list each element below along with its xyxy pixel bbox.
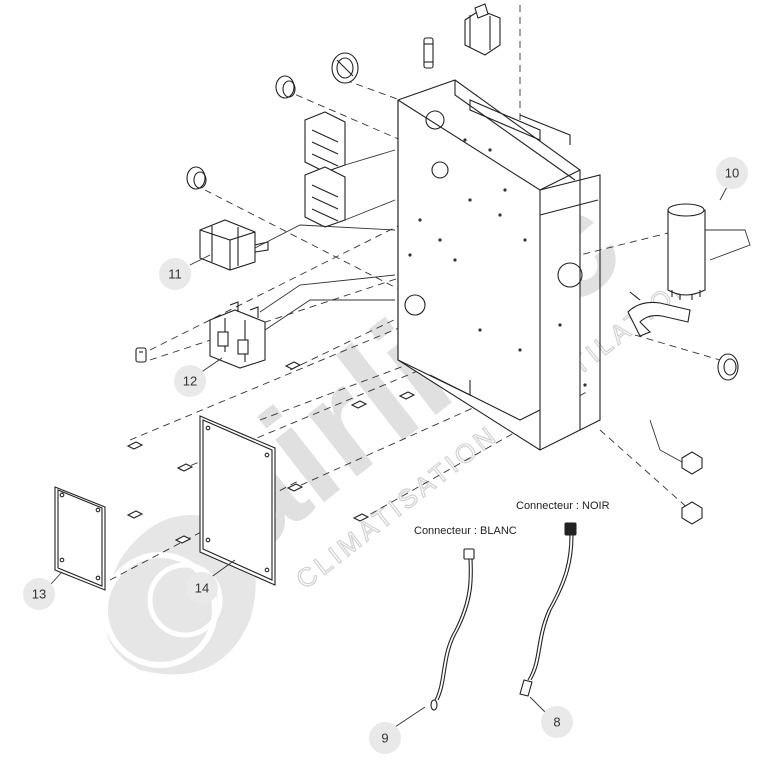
svg-text:13: 13 — [32, 587, 46, 602]
standoffs — [126, 361, 416, 544]
svg-text:8: 8 — [553, 715, 560, 730]
sensor-black-connector — [519, 522, 577, 697]
callout-11: 11 — [159, 258, 191, 290]
grommet-right — [717, 353, 739, 381]
main-housing — [397, 79, 601, 451]
connector-label-black: Connecteur : NOIR — [516, 500, 610, 512]
svg-text:12: 12 — [183, 374, 197, 389]
callout-14: 14 — [186, 572, 218, 604]
svg-text:9: 9 — [381, 731, 388, 746]
small-connector — [135, 347, 147, 363]
grommet-small-a — [275, 75, 296, 99]
terminal-block-upper — [304, 111, 346, 173]
callout-8: 8 — [541, 706, 573, 738]
circuit-board-14 — [199, 415, 276, 586]
callout-9: 9 — [369, 722, 401, 754]
transformer — [199, 219, 396, 271]
callout-13: 13 — [23, 578, 55, 610]
cover-plate-13 — [54, 486, 106, 591]
cable-clip-upper — [649, 419, 703, 475]
sensor-white-connector — [430, 548, 475, 711]
svg-text:14: 14 — [195, 581, 209, 596]
relay-assembly — [209, 274, 396, 369]
grommet-large — [331, 52, 359, 84]
connector-label-white: Connecteur : BLANC — [414, 525, 517, 537]
callout-10: 10 — [716, 157, 748, 189]
capacitor — [667, 203, 751, 300]
fuse — [423, 37, 434, 69]
svg-text:11: 11 — [168, 267, 182, 282]
callout-12: 12 — [174, 365, 206, 397]
grommet-small-b — [186, 166, 207, 190]
svg-text:10: 10 — [725, 166, 739, 181]
capacitor-clamp — [627, 291, 691, 337]
terminal-block-lower — [304, 166, 346, 228]
fuse-holder — [464, 3, 501, 56]
cable-clip-lower — [681, 501, 703, 525]
